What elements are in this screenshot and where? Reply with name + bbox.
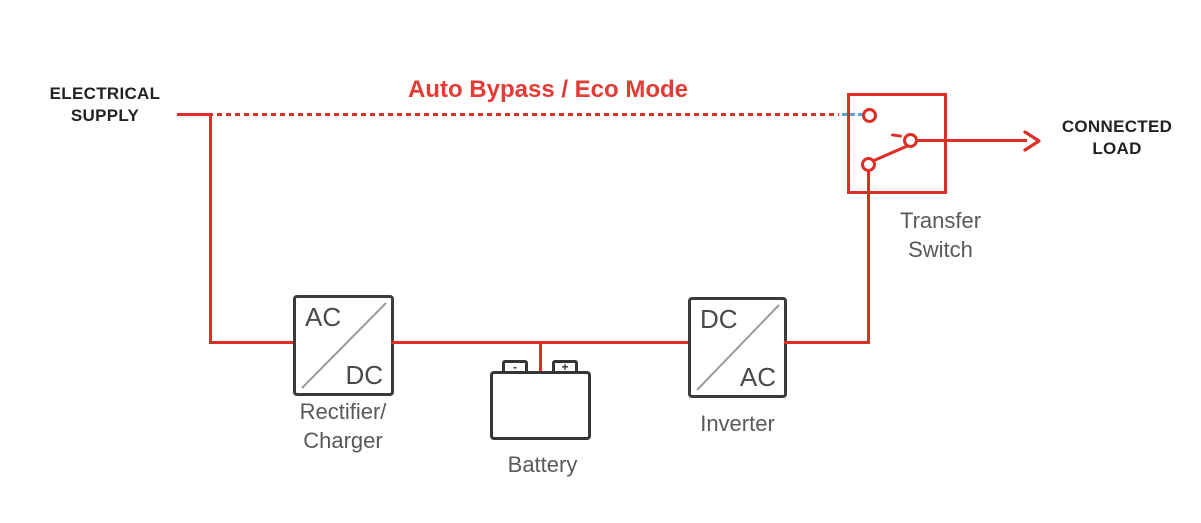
eco-mode-blue-dashes <box>842 113 863 116</box>
diagonal-divider-icon <box>696 304 780 391</box>
battery-positive-sign: + <box>561 360 569 374</box>
inverter-to-switch-wire <box>784 341 870 344</box>
rectifier-label-line2: Charger <box>303 428 383 453</box>
transfer-switch-label-line1: Transfer <box>899 208 982 233</box>
bypass-dashed-wire <box>217 113 839 116</box>
inverter-label: Inverter <box>700 411 775 436</box>
transfer-switch-box <box>847 93 947 194</box>
electrical-supply-line2: SUPPLY <box>70 106 140 125</box>
supply-stub-wire <box>177 113 213 116</box>
electrical-supply-line1: ELECTRICAL <box>49 84 161 103</box>
bypass-contact-circle <box>862 108 877 123</box>
rectifier-box: AC DC <box>293 295 394 396</box>
rectifier-label-line1: Rectifier/ <box>299 399 387 424</box>
battery-tap-wire <box>539 343 542 373</box>
supply-to-rectifier-wire <box>209 341 296 344</box>
battery-box <box>490 371 591 440</box>
battery-label: Battery <box>507 452 578 477</box>
rectifier-to-inverter-wire <box>391 341 690 344</box>
rectifier-label: Rectifier/ Charger <box>262 397 424 455</box>
connected-load-line1: CONNECTED <box>1061 117 1173 136</box>
connected-load-label: CONNECTED LOAD <box>1047 116 1187 160</box>
electrical-supply-label: ELECTRICAL SUPPLY <box>35 83 175 127</box>
connected-load-line2: LOAD <box>1092 139 1142 158</box>
transfer-switch-label: Transfer Switch <box>868 206 1013 264</box>
battery-negative-sign: - <box>513 360 517 374</box>
inverter-output-text: AC <box>739 362 776 392</box>
bypass-label: Auto Bypass / Eco Mode <box>407 76 689 103</box>
transfer-switch-label-line2: Switch <box>908 237 973 262</box>
diagonal-divider-icon <box>301 302 387 389</box>
inverter-input-text: DC <box>700 304 738 334</box>
switch-riser-wire <box>867 170 870 344</box>
rectifier-output-text: DC <box>345 360 383 390</box>
rectifier-input-text: AC <box>305 302 342 332</box>
output-wire <box>918 139 1027 142</box>
supply-drop-wire <box>209 113 212 344</box>
inverter-contact-circle <box>861 157 876 172</box>
inverter-box: DC AC <box>688 297 787 398</box>
output-contact-circle <box>903 133 918 148</box>
arrow-right-icon <box>1023 130 1041 152</box>
